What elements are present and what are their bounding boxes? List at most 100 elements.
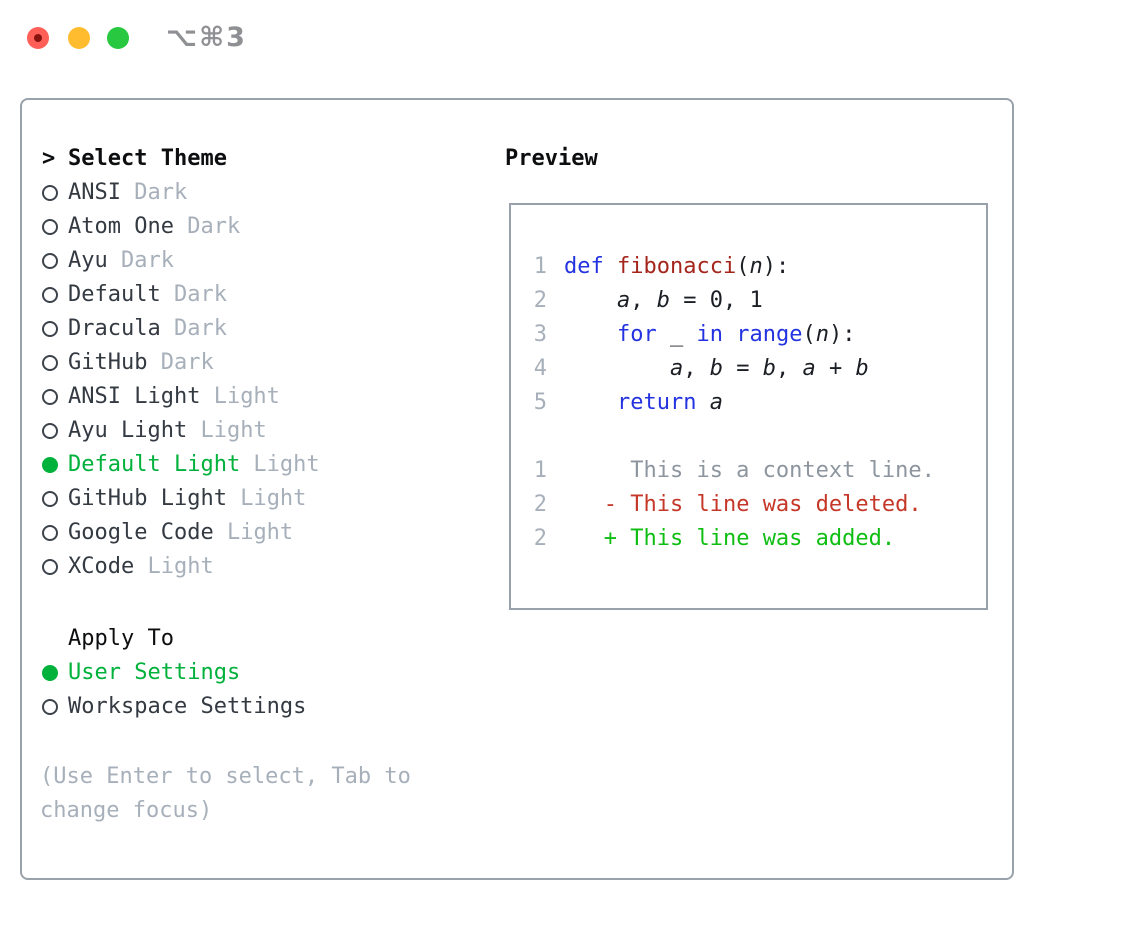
radio-unselected-icon[interactable] <box>42 559 68 575</box>
line-number: 2 <box>533 526 547 551</box>
line-content: + This line was added. <box>564 526 895 551</box>
code-line: 3 for _ in range(n): <box>511 318 986 352</box>
cursor-icon: > <box>42 146 56 171</box>
code-token <box>604 254 617 279</box>
radio-unselected-icon[interactable] <box>42 185 68 201</box>
option-variant-label: Light <box>226 486 307 511</box>
theme-option-ayu-light[interactable]: Ayu Light Light <box>42 414 320 448</box>
code-token: , <box>630 288 657 313</box>
line-content: def fibonacci(n): <box>564 254 789 279</box>
option-variant-label: Dark <box>160 282 227 307</box>
radio-unselected-icon[interactable] <box>42 321 68 337</box>
code-token: + <box>815 356 856 381</box>
maximize-button[interactable] <box>107 27 129 49</box>
radio-selected-icon[interactable] <box>42 665 68 681</box>
option-label: Ayu <box>68 248 108 273</box>
option-label: Dracula <box>68 316 161 341</box>
line-content: This is a context line. <box>564 458 935 483</box>
code-token: in <box>696 322 723 347</box>
open-circle-icon <box>42 287 58 303</box>
filled-circle-icon <box>42 665 58 681</box>
code-line: 2 + This line was added. <box>511 522 986 556</box>
code-line: 1 This is a context line. <box>511 454 986 488</box>
theme-option-atom-one[interactable]: Atom One Dark <box>42 210 320 244</box>
option-label: Google Code <box>68 520 214 545</box>
radio-unselected-icon[interactable] <box>42 389 68 405</box>
option-variant-label: Dark <box>173 214 241 239</box>
apply-to-heading-row: Apply To <box>42 622 306 656</box>
radio-unselected-icon[interactable] <box>42 253 68 269</box>
theme-option-default[interactable]: Default Dark <box>42 278 320 312</box>
option-label: GitHub Light <box>68 486 227 511</box>
option-variant-label: Light <box>240 452 320 477</box>
code-token: , <box>775 356 803 381</box>
option-label: Workspace Settings <box>68 694 307 719</box>
line-content: a, b = 0, 1 <box>564 288 763 313</box>
theme-option-ayu[interactable]: Ayu Dark <box>42 244 320 278</box>
open-circle-icon <box>42 355 58 371</box>
radio-unselected-icon[interactable] <box>42 355 68 371</box>
preview-heading-row: Preview <box>505 142 598 176</box>
code-token: - This line was deleted. <box>603 492 922 517</box>
theme-option-dracula[interactable]: Dracula Dark <box>42 312 320 346</box>
code-token: b <box>762 356 776 381</box>
code-token: ): <box>762 254 790 279</box>
theme-option-github-light[interactable]: GitHub Light Light <box>42 482 320 516</box>
radio-unselected-icon[interactable] <box>42 491 68 507</box>
code-token: range <box>736 322 803 347</box>
code-token: b <box>656 288 670 313</box>
theme-option-google-code[interactable]: Google Code Light <box>42 516 320 550</box>
option-label: ANSI Light <box>68 384 201 409</box>
apply-option-workspace-settings[interactable]: Workspace Settings <box>42 690 306 724</box>
option-label: GitHub <box>68 350 148 375</box>
theme-option-ansi-light[interactable]: ANSI Light Light <box>42 380 320 414</box>
code-token <box>696 390 709 415</box>
code-token: return <box>616 390 697 415</box>
code-token: b <box>855 356 869 381</box>
code-token <box>564 492 604 517</box>
code-token: a <box>669 356 684 381</box>
line-number: 3 <box>533 322 547 347</box>
radio-unselected-icon[interactable] <box>42 423 68 439</box>
option-label: ANSI <box>68 180 121 205</box>
preview-heading: Preview <box>505 146 598 171</box>
code-token <box>564 322 617 347</box>
code-token: = 0, 1 <box>669 288 763 313</box>
code-line: 4 a, b = b, a + b <box>511 352 986 386</box>
apply-option-user-settings[interactable]: User Settings <box>42 656 306 690</box>
option-variant-label: Light <box>187 418 267 443</box>
help-text: (Use Enter to select, Tab to change focu… <box>40 764 425 823</box>
theme-option-github[interactable]: GitHub Dark <box>42 346 320 380</box>
code-token <box>564 288 617 313</box>
open-circle-icon <box>42 389 58 405</box>
line-content: return a <box>564 390 723 415</box>
theme-option-default-light[interactable]: Default Light Light <box>42 448 320 482</box>
code-token: a <box>616 288 631 313</box>
select-theme-heading: Select Theme <box>68 146 227 171</box>
code-token: ( <box>736 254 750 279</box>
radio-selected-icon[interactable] <box>42 457 68 473</box>
radio-unselected-icon[interactable] <box>42 525 68 541</box>
open-circle-icon <box>42 253 58 269</box>
theme-option-xcode[interactable]: XCode Light <box>42 550 320 584</box>
close-button[interactable] <box>27 27 49 49</box>
minimize-button[interactable] <box>68 27 90 49</box>
code-token <box>564 526 604 551</box>
record-dot-icon <box>34 34 42 42</box>
code-token <box>564 356 670 381</box>
radio-unselected-icon[interactable] <box>42 219 68 235</box>
line-number: 4 <box>533 356 547 381</box>
radio-unselected-icon[interactable] <box>42 287 68 303</box>
code-token <box>723 322 736 347</box>
code-token: fibonacci <box>617 254 737 279</box>
option-variant-label: Light <box>134 554 214 579</box>
option-variant-label: Light <box>213 520 294 545</box>
theme-option-ansi[interactable]: ANSI Dark <box>42 176 320 210</box>
radio-unselected-icon[interactable] <box>42 699 68 715</box>
window-title: ⌥⌘3 <box>166 22 247 53</box>
